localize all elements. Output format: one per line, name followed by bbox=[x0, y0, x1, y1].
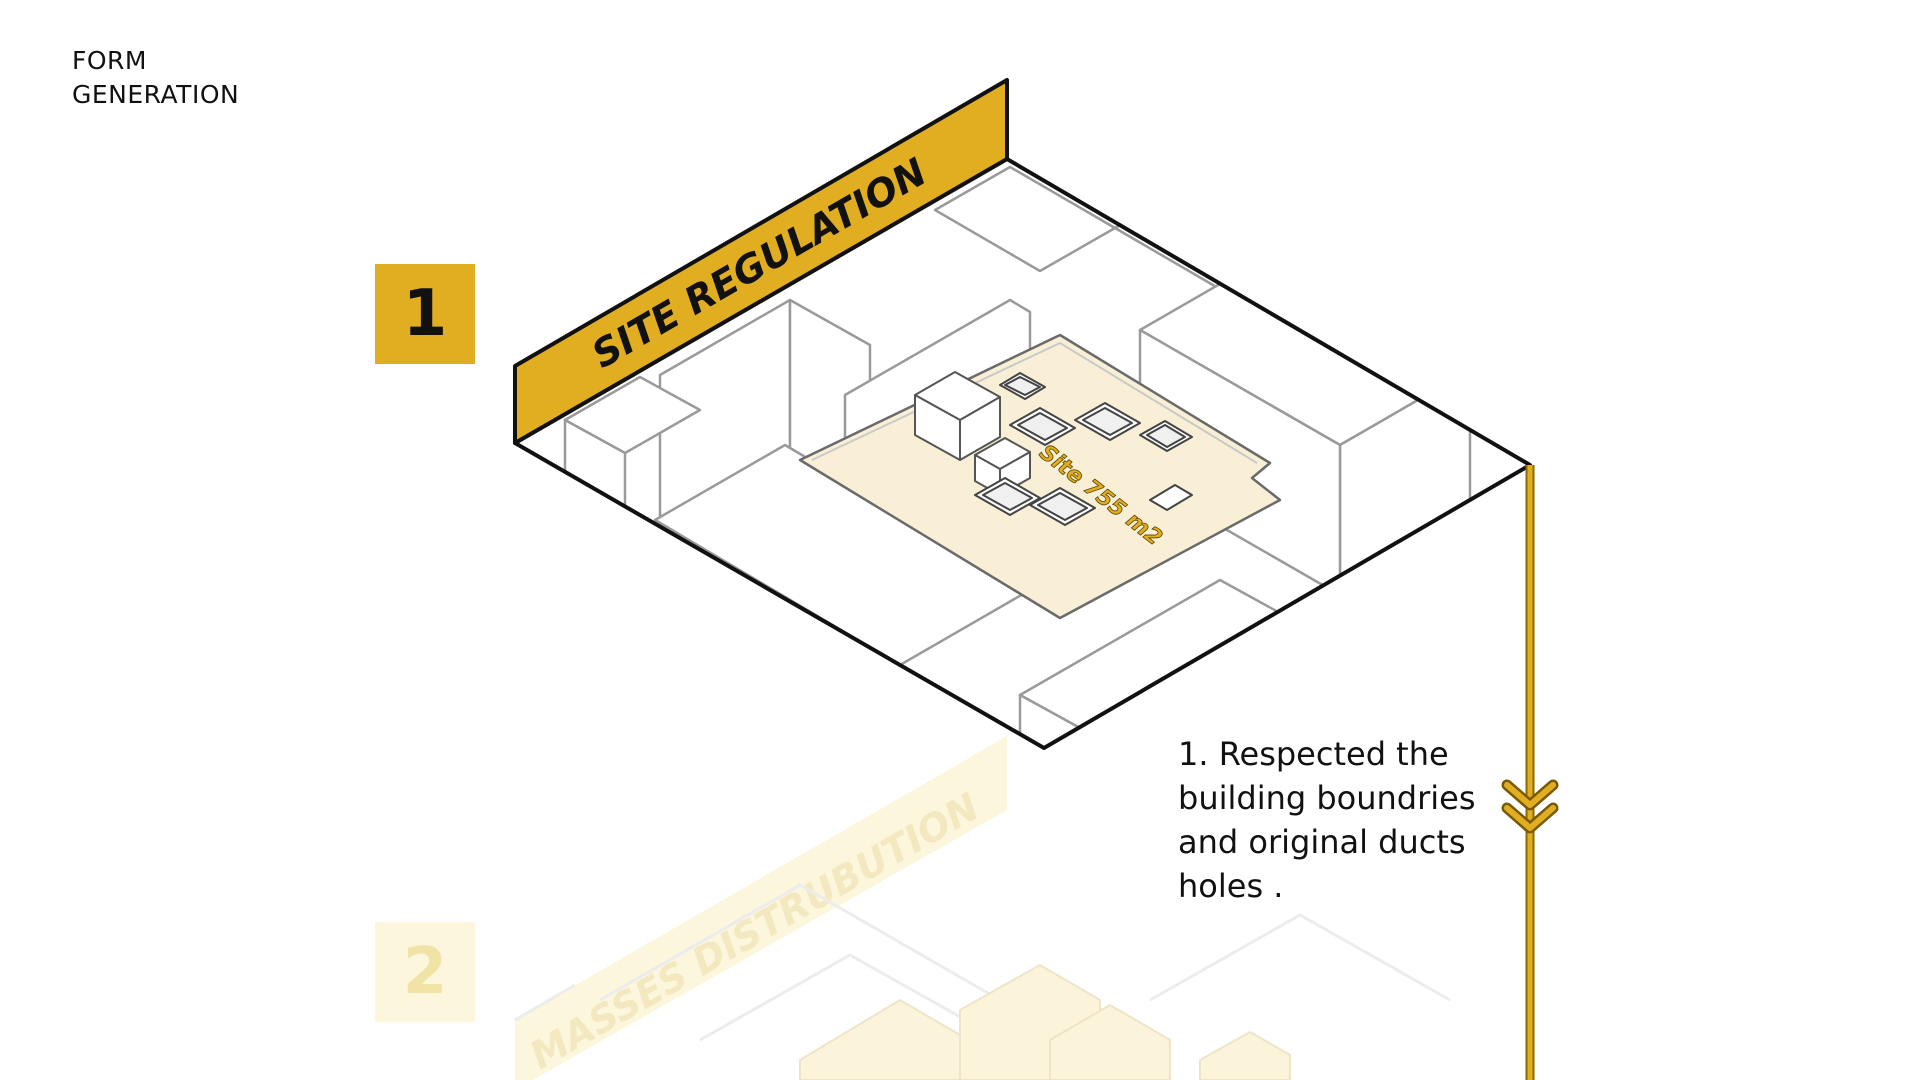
caption-line3: and original ducts bbox=[1178, 823, 1466, 861]
duct-hole bbox=[1149, 484, 1193, 511]
page-title: FORM GENERATION bbox=[72, 44, 239, 112]
site-footprint: Site 755 m2 bbox=[798, 333, 1282, 620]
step-1-banner bbox=[513, 78, 1009, 445]
chevron-down-icon bbox=[1501, 779, 1559, 834]
step-1-caption: 1. Respected the building boundries and … bbox=[1178, 732, 1508, 908]
page-title-line2: GENERATION bbox=[72, 80, 240, 109]
duct-hole bbox=[999, 372, 1046, 400]
process-flow-line bbox=[1501, 465, 1559, 1080]
step-1-badge: 1 bbox=[375, 264, 475, 364]
site-plate: Site 755 m2 SITE REGULATION bbox=[513, 78, 1532, 750]
duct-holes bbox=[974, 372, 1193, 526]
duct-hole bbox=[1074, 402, 1141, 441]
duct-hole bbox=[1029, 487, 1096, 526]
step-2-badge: 2 bbox=[375, 922, 475, 1022]
ghost-buildings bbox=[514, 883, 1451, 1047]
duct-hole bbox=[1009, 407, 1076, 446]
page-title-line1: FORM bbox=[72, 46, 147, 75]
duct-hole bbox=[1139, 420, 1193, 452]
caption-line4: holes . bbox=[1178, 867, 1284, 905]
caption-line2: building boundries bbox=[1178, 779, 1476, 817]
ghost-masses bbox=[799, 963, 1291, 1080]
caption-line1: 1. Respected the bbox=[1178, 735, 1449, 773]
duct-hole bbox=[974, 477, 1041, 516]
